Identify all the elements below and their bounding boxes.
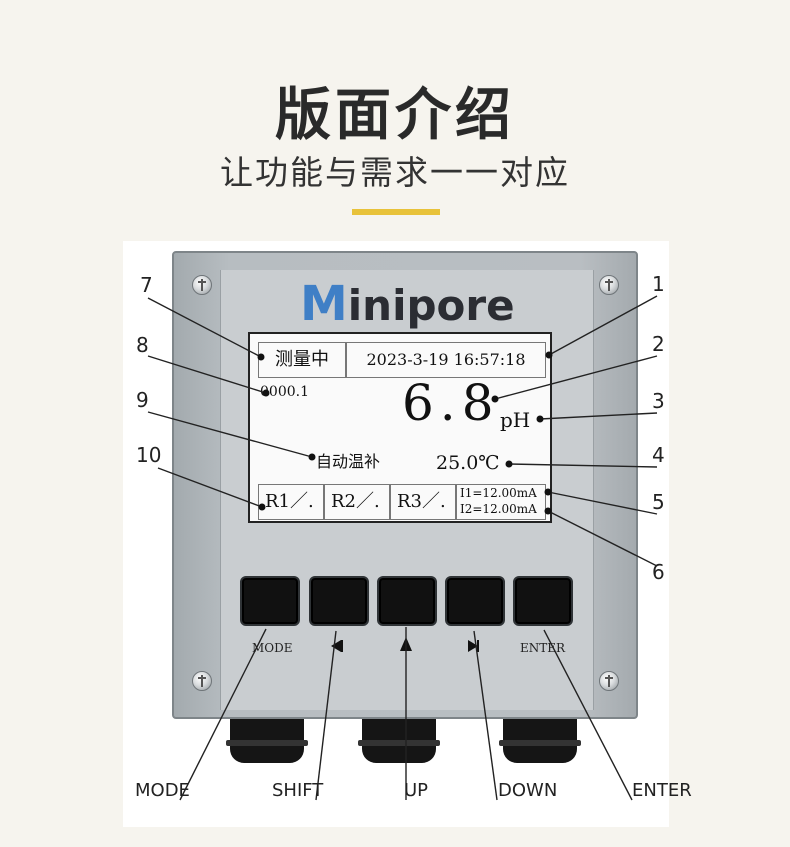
- legend-shift: SHIFT: [272, 780, 324, 801]
- current-output-2: I2=12.00mA: [460, 502, 537, 516]
- callout-number: 4: [652, 443, 665, 467]
- relay-3-cell: R3／.: [390, 484, 456, 520]
- gland-ring: [499, 740, 581, 746]
- lcd-screen: 测量中 2023-3-19 16:57:18 0000.1 6.8 pH 自动温…: [248, 332, 552, 523]
- relay-2-cell: R2／.: [324, 484, 390, 520]
- page-title: 版面介绍: [275, 83, 515, 148]
- page-subtitle: 让功能与需求一一对应: [220, 153, 570, 192]
- callout-number: 5: [652, 490, 665, 514]
- legend-down: DOWN: [498, 780, 558, 801]
- date-time: 2023-3-19 16:57:18: [366, 350, 526, 369]
- up-key[interactable]: [377, 576, 437, 626]
- relay-state: ／.: [290, 491, 314, 512]
- shift-left-arrow-icon: [331, 640, 341, 652]
- callout-number: 8: [136, 333, 149, 357]
- callout-number: 10: [136, 443, 162, 467]
- current-output-1: I1=12.00mA: [460, 486, 537, 500]
- brand-logo-initial: M: [300, 276, 348, 332]
- screw-icon: [599, 275, 619, 295]
- callout-number: 6: [652, 560, 665, 584]
- down-right-arrow-icon: [468, 640, 478, 652]
- brand-logo-rest: inipore: [347, 281, 515, 330]
- enter-key[interactable]: [513, 576, 573, 626]
- ph-unit: pH: [500, 408, 531, 432]
- relay-label: R2: [331, 491, 357, 512]
- legend-enter: ENTER: [632, 780, 692, 801]
- callout-number: 7: [140, 273, 153, 297]
- legend-up: UP: [404, 780, 429, 801]
- counter-value: 0000.1: [260, 384, 309, 400]
- gland-ring: [358, 740, 440, 746]
- up-arrow-icon: [400, 637, 412, 651]
- temperature-value: 25.0℃: [436, 452, 500, 474]
- temp-compensation-mode: 自动温补: [316, 452, 381, 471]
- accent-divider: [352, 209, 440, 215]
- measurement-status: 测量中: [275, 349, 329, 370]
- gland-ring: [226, 740, 308, 746]
- relay-label: R3: [397, 491, 423, 512]
- callout-number: 9: [136, 388, 149, 412]
- callout-number: 1: [652, 272, 665, 296]
- relay-label: R1: [265, 491, 291, 512]
- mode-key[interactable]: [240, 576, 300, 626]
- relay-state: ／.: [356, 491, 380, 512]
- legend-mode: MODE: [135, 780, 190, 801]
- down-key[interactable]: [445, 576, 505, 626]
- relay-state: ／.: [422, 491, 446, 512]
- ph-value: 6.8: [402, 374, 500, 432]
- screw-icon: [192, 275, 212, 295]
- callout-number: 2: [652, 332, 665, 356]
- callout-number: 3: [652, 389, 665, 413]
- relay-1-cell: R1／.: [258, 484, 324, 520]
- current-output-cell: I1=12.00mA I2=12.00mA: [456, 484, 546, 520]
- shift-key[interactable]: [309, 576, 369, 626]
- brand-logo: Minipore: [300, 280, 515, 330]
